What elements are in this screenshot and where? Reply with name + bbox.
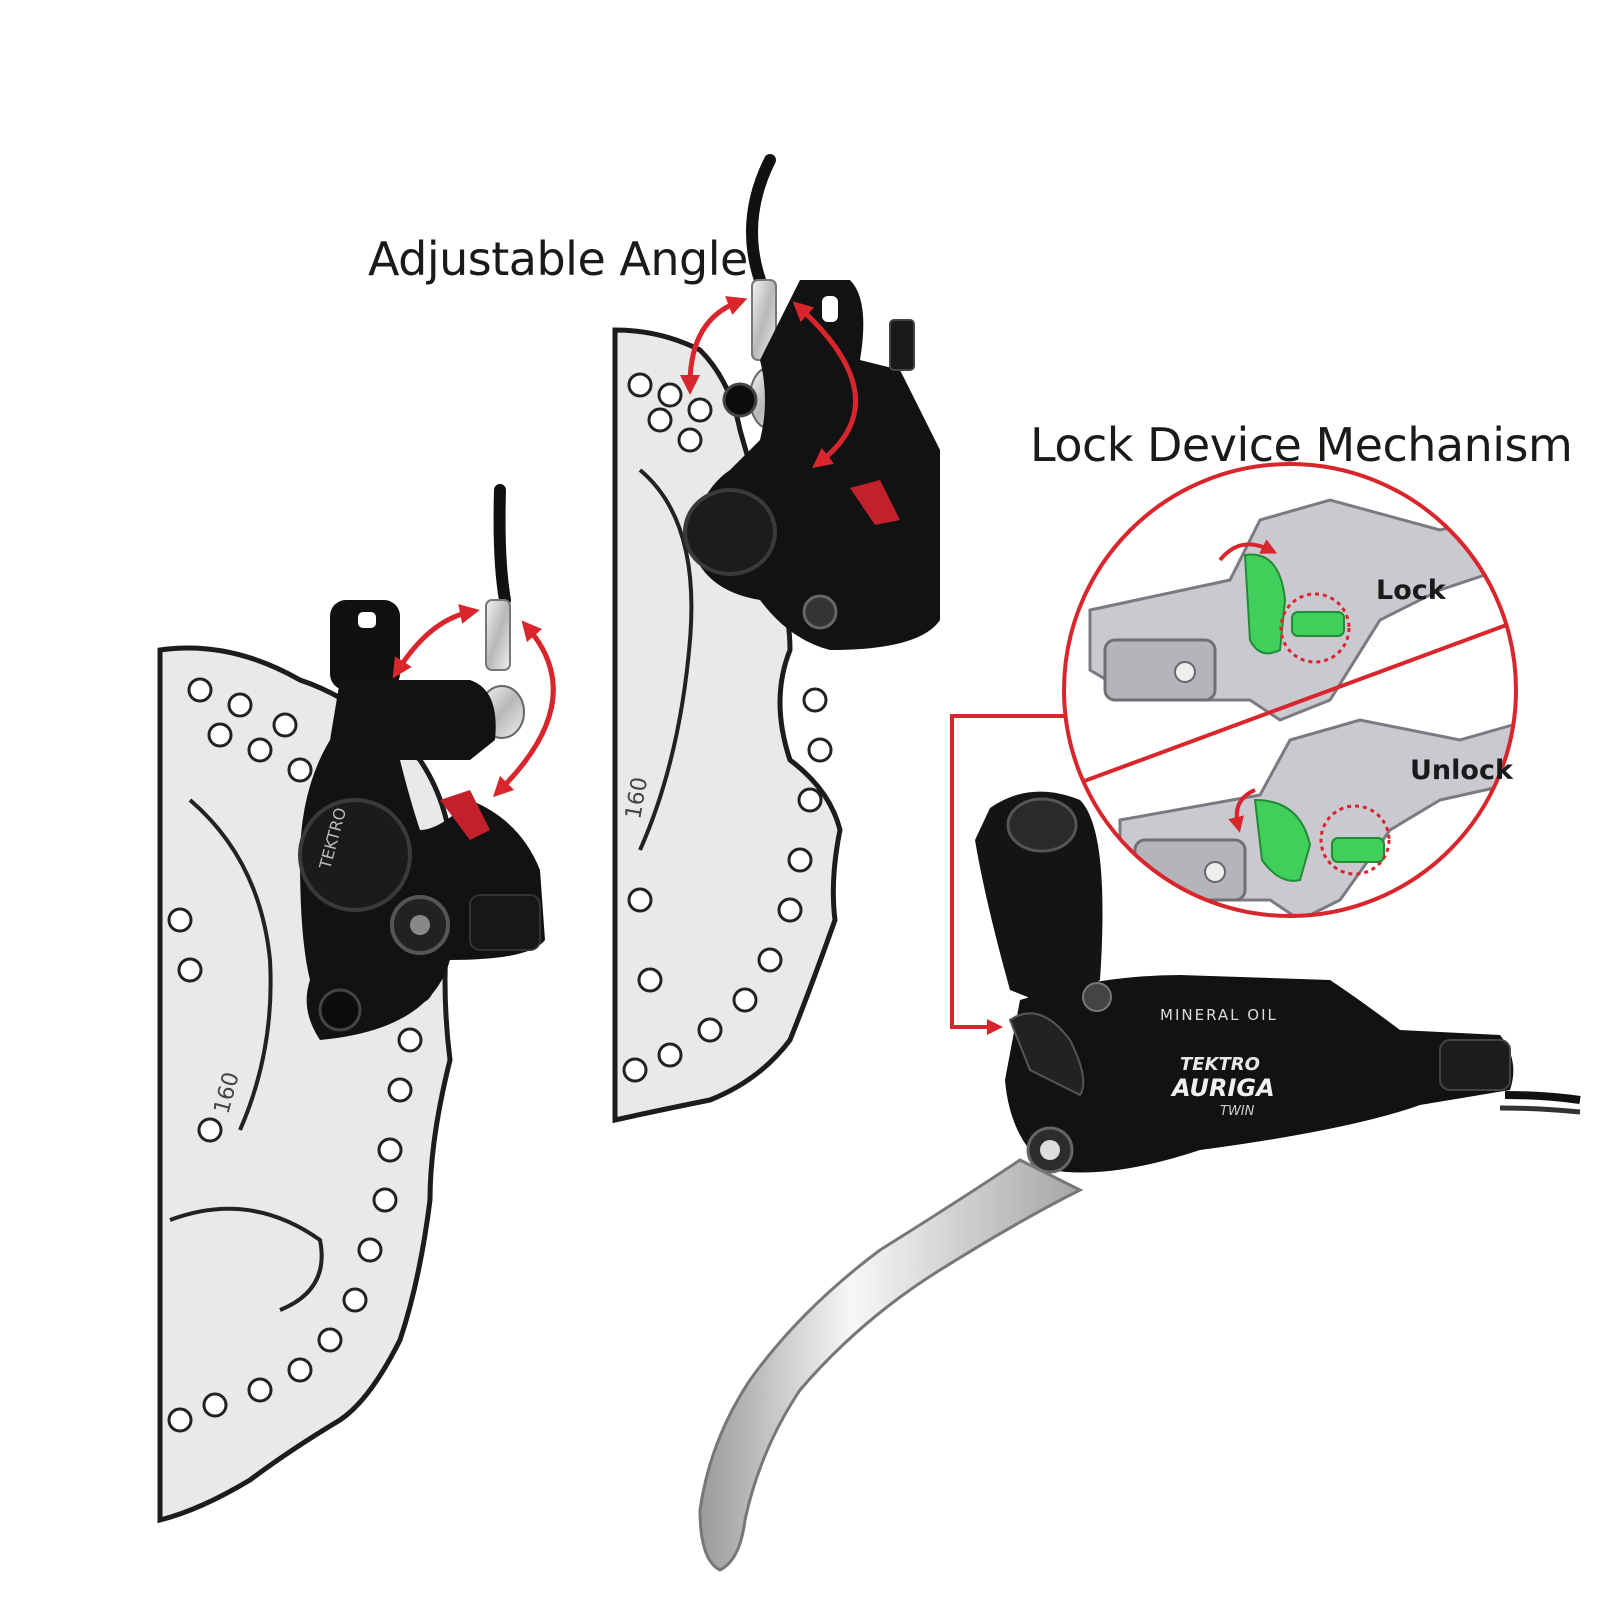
lock-device-heading: Lock Device Mechanism <box>1030 418 1573 472</box>
angle-arrow-middle-upper <box>680 296 748 395</box>
angle-arrow-left-lower <box>492 620 556 798</box>
unlock-state-label: Unlock <box>1410 755 1513 786</box>
caliper-left: TEKTRO <box>298 484 545 1040</box>
angle-arrow-middle-lower <box>792 301 858 469</box>
brake-lever-assembly: MINERAL OIL TEKTRO AURIGA TWIN <box>698 791 1581 1572</box>
rotor-left: 160 <box>157 645 455 1524</box>
adjustable-angle-heading: Adjustable Angle <box>368 232 748 286</box>
lever-variant-mark: TWIN <box>1220 1104 1255 1119</box>
reservoir-mark: MINERAL OIL <box>1160 1006 1278 1024</box>
angle-arrow-left-upper <box>392 604 480 679</box>
lock-state-label: Lock <box>1376 575 1446 606</box>
callout-connector <box>950 714 1064 1035</box>
lock-detail-callout <box>1062 462 1518 918</box>
lever-model-mark: AURIGA <box>1170 1074 1275 1102</box>
lever-brand-mark: TEKTRO <box>1180 1054 1260 1075</box>
